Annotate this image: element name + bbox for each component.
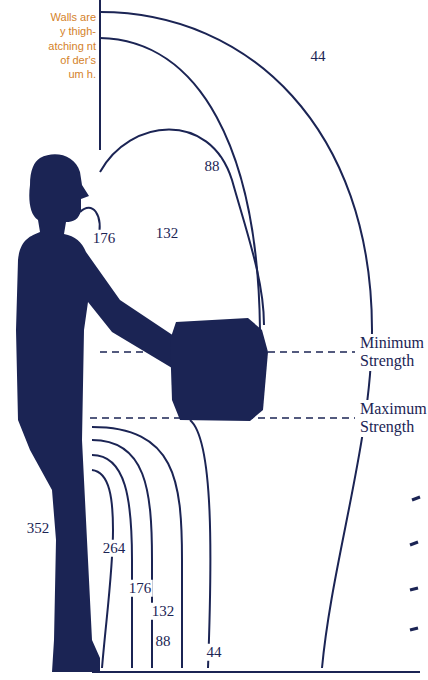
contour-value: 264 (102, 540, 127, 557)
scale-ticks (410, 497, 420, 630)
contour-value: 176 (92, 230, 117, 247)
axis-line (99, 0, 101, 150)
scale-tick (410, 628, 418, 630)
contour-176-low (92, 455, 132, 668)
contour-value: 88 (204, 158, 221, 175)
contour-88-low (92, 427, 182, 668)
scale-tick (410, 588, 418, 590)
contour-value: 44 (206, 644, 223, 661)
caption-text: Walls are y thigh- atching nt of der's u… (46, 10, 96, 81)
contour-value: 132 (151, 603, 176, 620)
contour-132-low (92, 440, 152, 668)
contour-value: 176 (128, 580, 153, 597)
ground-line (92, 671, 420, 673)
contour-264 (92, 470, 113, 668)
contour-44-low (190, 420, 210, 668)
contour-value: 132 (155, 225, 180, 242)
contour-value: 44 (310, 48, 327, 65)
contour-132 (100, 130, 264, 326)
contour-value: 352 (26, 520, 51, 537)
strength-label: Maximum Strength (360, 400, 424, 437)
contour-value: 88 (155, 633, 172, 650)
contour-88 (100, 38, 260, 330)
person-silhouette (16, 154, 186, 672)
scale-tick (410, 542, 418, 545)
strength-label: Minimum Strength (360, 334, 424, 371)
carried-box (170, 318, 268, 421)
scale-tick (412, 497, 420, 500)
